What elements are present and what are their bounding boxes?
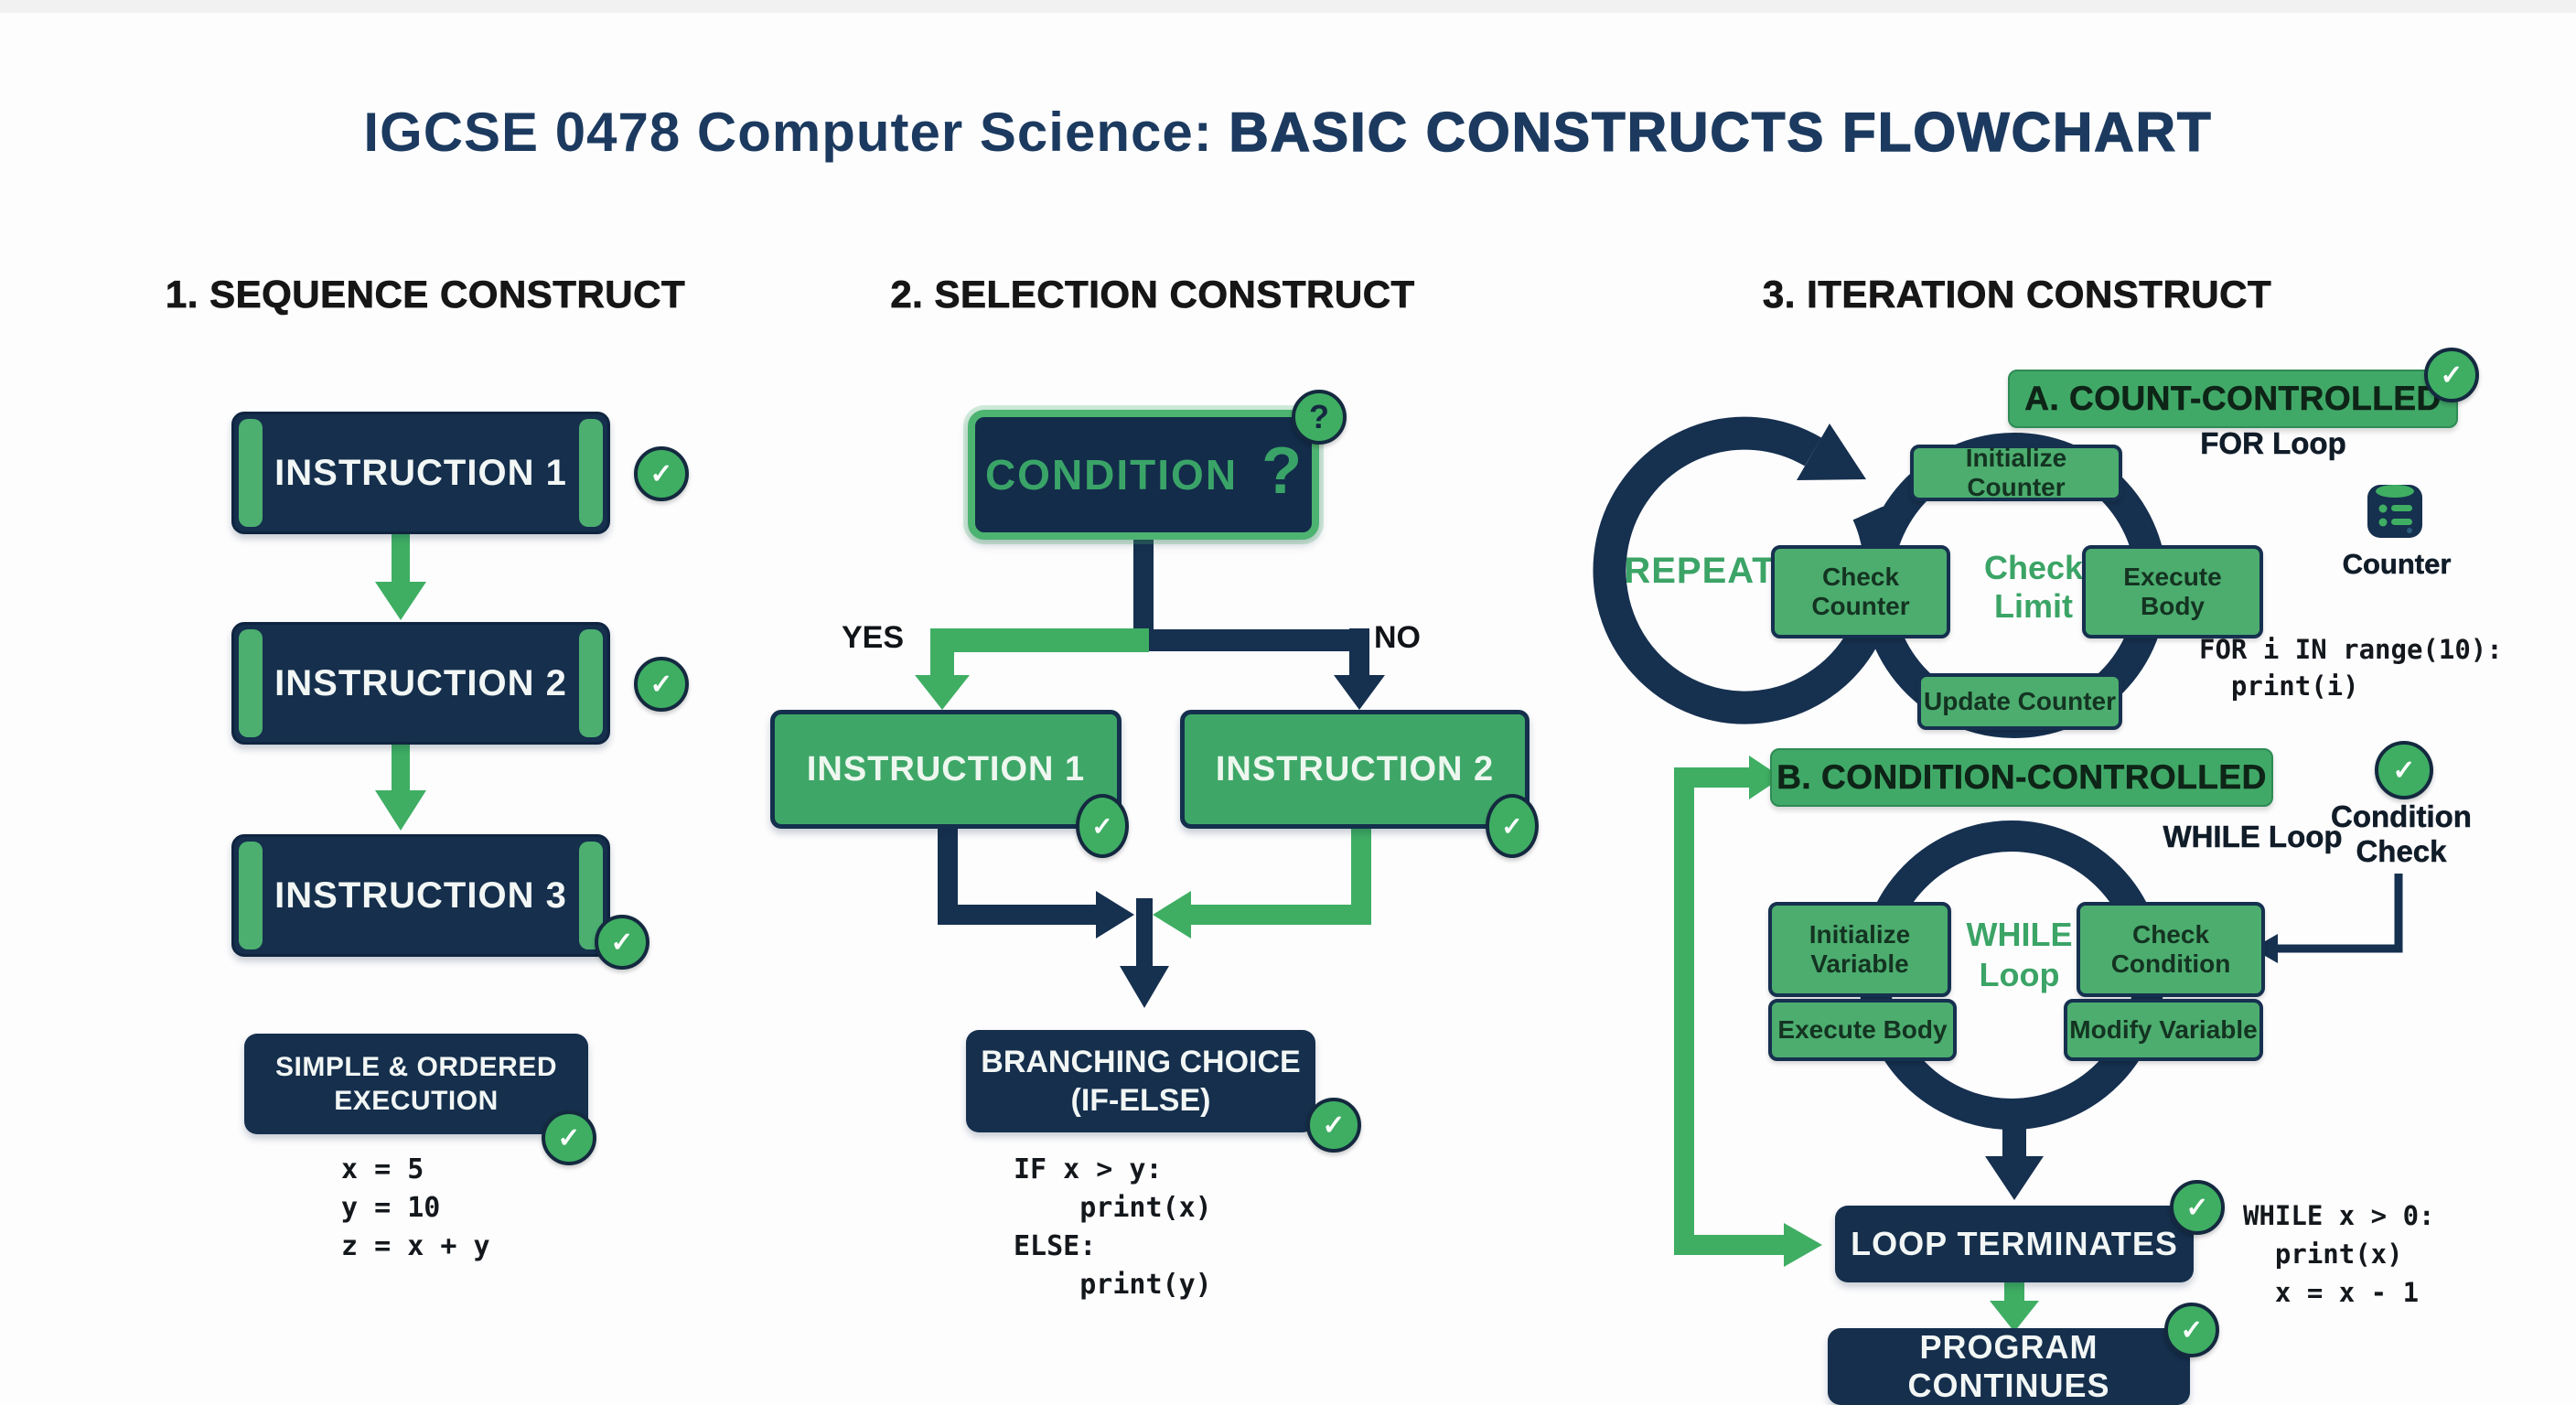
condition-branch-line [1674, 756, 1822, 1267]
for-loop-label: FOR Loop [2200, 426, 2346, 461]
check-icon: ✓ [595, 915, 649, 970]
execute-body-step-b: Execute Body [1768, 999, 1957, 1061]
check-counter-step: Check Counter [1771, 545, 1950, 638]
repeat-label: REPEAT [1624, 551, 1776, 591]
condition-question-mark: ? [1261, 434, 1303, 508]
modify-variable-step: Modify Variable [2064, 999, 2263, 1061]
check-icon: ✓ [634, 657, 689, 712]
terminate-continue-arrow [1990, 1282, 2039, 1332]
count-controlled-banner: A. COUNT-CONTROLLED [2008, 370, 2458, 428]
check-limit-label: Check Limit [1983, 549, 2084, 625]
selection-merge [938, 820, 1371, 1008]
check-icon: ✓ [2375, 741, 2433, 799]
instruction-1-box: INSTRUCTION 1 [231, 412, 610, 534]
top-strip [0, 0, 2576, 13]
instruction-1-label: INSTRUCTION 1 [274, 452, 567, 493]
sequence-arrow-2 [375, 739, 426, 831]
selection-instruction-1-box: INSTRUCTION 1 [770, 710, 1122, 829]
counter-label: Counter [2342, 548, 2452, 581]
sequence-summary-box: SIMPLE & ORDERED EXECUTION [244, 1034, 588, 1134]
sequence-arrow-1 [375, 529, 426, 620]
check-icon: ✓ [1076, 794, 1129, 858]
selection-instruction-2-box: INSTRUCTION 2 [1180, 710, 1530, 829]
condition-box: CONDITION ? [968, 410, 1319, 540]
selection-code: IF x > y: print(x) ELSE: print(y) [1014, 1153, 1212, 1301]
initialize-counter-step: Initialize Counter [1910, 444, 2122, 501]
instruction-3-box: INSTRUCTION 3 [231, 834, 610, 957]
page-title: IGCSE 0478 Computer Science: BASIC CONST… [0, 101, 2576, 164]
condition-controlled-banner: B. CONDITION-CONTROLLED [1770, 748, 2273, 807]
check-icon: ✓ [634, 446, 689, 501]
counter-icon [2366, 479, 2424, 548]
no-label: NO [1374, 620, 1421, 655]
sequence-heading: 1. SEQUENCE CONSTRUCT [165, 273, 686, 316]
branching-choice-box: BRANCHING CHOICE (IF-ELSE) [966, 1030, 1315, 1132]
page-title-prefix: IGCSE 0478 Computer Science: [363, 102, 1229, 163]
question-icon: ? [1292, 390, 1347, 445]
check-icon: ✓ [2164, 1303, 2219, 1357]
selection-heading: 2. SELECTION CONSTRUCT [890, 273, 1415, 316]
while-loop-center-label: WHILE Loop [1966, 916, 2073, 993]
check-icon: ✓ [2424, 348, 2479, 402]
instruction-2-box: INSTRUCTION 2 [231, 622, 610, 745]
check-icon: ✓ [1306, 1098, 1361, 1153]
program-continues-box: PROGRAM CONTINUES [1828, 1328, 2190, 1405]
page-title-emphasis: BASIC CONSTRUCTS FLOWCHART [1229, 101, 2213, 164]
while-loop-code: WHILE x > 0: print(x) x = x - 1 [2243, 1200, 2435, 1308]
initialize-variable-step: Initialize Variable [1768, 902, 1951, 997]
for-loop-code: FOR i IN range(10): print(i) [2199, 634, 2503, 702]
selection-instruction-1-label: INSTRUCTION 1 [806, 749, 1086, 788]
sequence-code: x = 5 y = 10 z = x + y [341, 1153, 490, 1262]
instruction-3-label: INSTRUCTION 3 [274, 874, 567, 916]
loop-terminates-box: LOOP TERMINATES [1835, 1206, 2194, 1282]
check-icon: ✓ [542, 1110, 596, 1165]
execute-body-step: Execute Body [2082, 545, 2263, 638]
update-counter-step: Update Counter [1917, 673, 2122, 730]
while-loop-label: WHILE Loop [2163, 820, 2343, 854]
loop-exit-arrow [1985, 1110, 2044, 1200]
condition-label: CONDITION [984, 451, 1239, 499]
check-icon: ✓ [2170, 1180, 2225, 1235]
instruction-2-label: INSTRUCTION 2 [274, 662, 567, 703]
selection-instruction-2-label: INSTRUCTION 2 [1215, 749, 1495, 788]
check-condition-step: Check Condition [2077, 902, 2265, 997]
iteration-heading: 3. ITERATION CONSTRUCT [1762, 273, 2272, 316]
condition-check-label: Condition Check [2331, 799, 2472, 869]
check-icon: ✓ [1486, 794, 1539, 858]
condition-check-pointer [2252, 874, 2403, 963]
selection-split [915, 538, 1385, 710]
yes-label: YES [842, 620, 905, 655]
